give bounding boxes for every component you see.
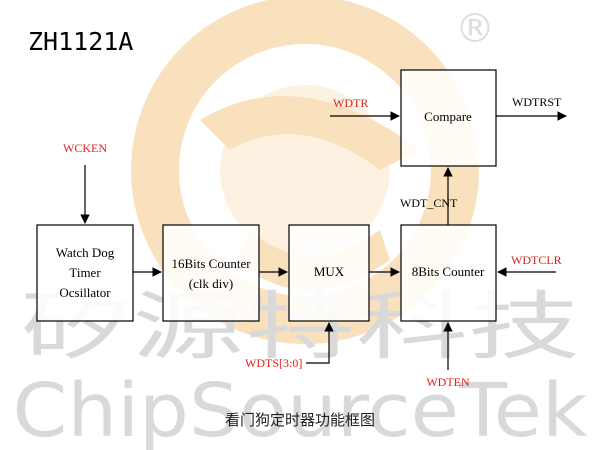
counter8-label: 8Bits Counter <box>412 264 485 279</box>
wdts-arrow <box>306 322 334 364</box>
counter8-block: 8Bits Counter <box>400 224 497 322</box>
signal-wcken: WCKEN <box>63 141 107 155</box>
signal-wdts: WDTS[3:0] <box>245 356 302 370</box>
mux-block: MUX <box>288 224 370 322</box>
signal-wdten: WDTEN <box>426 375 470 389</box>
signal-wdtclr: WDTCLR <box>511 253 562 267</box>
watermark-english: ChipSourceTek <box>13 368 588 450</box>
registered-mark: ® <box>455 6 495 52</box>
compare-block: Compare <box>400 69 497 167</box>
oscillator-label-line1: Watch Dog <box>56 245 115 260</box>
counter16-block: 16Bits Counter (clk div) <box>162 224 260 322</box>
oscillator-block: Watch Dog Timer Ocsillator <box>36 224 134 322</box>
compare-label: Compare <box>424 109 472 124</box>
signal-wdtr: WDTR <box>333 96 368 110</box>
signal-wdtrst: WDTRST <box>512 95 562 109</box>
signal-wdt-cnt: WDT_CNT <box>400 196 458 210</box>
oscillator-label-line2: Timer <box>69 265 101 280</box>
counter16-label-line2: (clk div) <box>189 276 233 291</box>
oscillator-label-line3: Ocsillator <box>59 285 111 300</box>
mux-label: MUX <box>314 264 345 279</box>
chip-title: ZH1121A <box>28 27 133 56</box>
diagram-caption: 看门狗定时器功能框图 <box>225 411 375 429</box>
counter16-label-line1: 16Bits Counter <box>171 256 251 271</box>
